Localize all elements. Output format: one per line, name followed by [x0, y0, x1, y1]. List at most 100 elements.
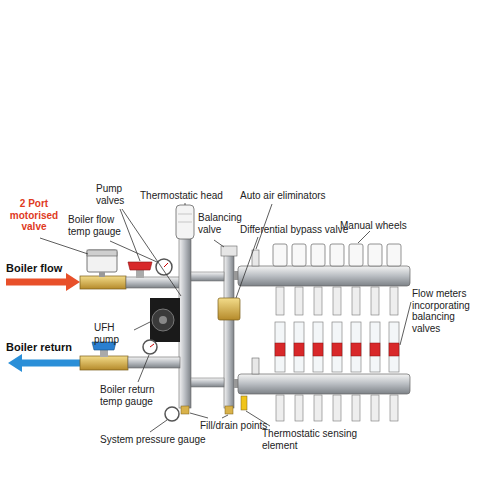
leader-line [358, 231, 370, 243]
flow-pipe [126, 277, 186, 288]
valve-actuator [87, 250, 117, 272]
leader-line [236, 237, 258, 298]
bypass-valve [218, 298, 240, 320]
return-pipe [128, 357, 180, 368]
part-label: UFH pump [94, 322, 134, 345]
part-label: System pressure gauge [100, 434, 220, 446]
port-column [273, 244, 287, 421]
port-stub [352, 395, 360, 421]
port-column [292, 244, 306, 421]
return-temp-gauge [143, 340, 157, 354]
manual-wheel [273, 244, 287, 266]
pump-hub [159, 316, 167, 324]
port-stub [352, 287, 360, 315]
leader-line [138, 355, 149, 382]
gauge-needle [150, 344, 154, 347]
port-stub [276, 395, 284, 421]
flow-arrowhead [66, 273, 80, 291]
port-stub [371, 395, 379, 421]
part-label: Flow meters incorporating balancing valv… [412, 288, 476, 334]
part-label: Pump valves [96, 183, 136, 206]
flow-meter-tube [370, 322, 380, 372]
port-stub [276, 287, 284, 315]
flow-meter-float [370, 343, 380, 356]
return-arrowhead [8, 354, 22, 372]
port-column [368, 244, 382, 421]
head-rib [178, 222, 192, 223]
connector-pipe [191, 378, 224, 387]
flow-meter-float [294, 343, 304, 356]
flow-meter-tube [313, 322, 323, 372]
leader-line [122, 209, 181, 296]
port-column [311, 244, 325, 421]
pressure-gauge [165, 407, 179, 421]
manual-wheel [349, 244, 363, 266]
connector-pipe [191, 272, 224, 281]
drain-cock [225, 406, 233, 414]
air-eliminator [252, 250, 259, 266]
flow-meter-float [389, 343, 399, 356]
manual-wheel [330, 244, 344, 266]
port-stub [333, 287, 341, 315]
flow-meter-float [351, 343, 361, 356]
part-label: Boiler flow temp gauge [68, 214, 134, 237]
actuator-stem [99, 272, 105, 277]
flow-meter-tube [275, 322, 285, 372]
port-column [387, 244, 401, 421]
port-stub [295, 287, 303, 315]
sensing-element [241, 396, 247, 410]
port-stub [314, 287, 322, 315]
flow-meter-tube [294, 322, 304, 372]
manual-wheel [368, 244, 382, 266]
return-manifold [238, 374, 410, 394]
pump-body [150, 298, 180, 342]
leader-line [134, 322, 150, 330]
manual-wheel [387, 244, 401, 266]
drain-cock [181, 406, 189, 414]
part-label: Thermostatic sensing element [262, 428, 362, 451]
bypass-pipe [224, 248, 234, 408]
return-fitting [80, 356, 128, 370]
flow-meter-tube [389, 322, 399, 372]
valve-body [80, 276, 126, 289]
air-eliminator [252, 358, 259, 374]
leader-line [185, 203, 186, 205]
balancing-valve [221, 246, 237, 256]
port-stub [390, 287, 398, 315]
leader-line [400, 302, 411, 345]
manifold-ports [273, 244, 401, 421]
part-label: Auto air eliminators [240, 190, 360, 202]
leader-line [40, 238, 88, 254]
port-column [330, 244, 344, 421]
valve-stem [136, 270, 144, 278]
part-label: Boiler return [6, 341, 86, 354]
part-label: Thermostatic head [140, 190, 250, 202]
port-column [349, 244, 363, 421]
flow-meter-float [275, 343, 285, 356]
manual-wheel [311, 244, 325, 266]
pump-motor [152, 309, 174, 331]
part-label: Boiler flow [6, 262, 86, 275]
leader-line [150, 420, 167, 432]
head-rib [178, 214, 192, 215]
leader-line [214, 240, 224, 247]
part-label: Boiler return temp gauge [100, 384, 172, 407]
port-stub [295, 395, 303, 421]
leader-line [110, 241, 157, 262]
flow-manifold [238, 266, 410, 286]
flow-meter-tube [332, 322, 342, 372]
flow-meter-float [313, 343, 323, 356]
leader-lines [40, 203, 411, 432]
part-label: 2 Port motorised valve [4, 198, 64, 233]
part-label: Manual wheels [340, 220, 430, 232]
red-handle [128, 262, 152, 270]
leader-line [222, 415, 228, 418]
actuator-top [87, 250, 117, 256]
flow-meter-float [332, 343, 342, 356]
gauge-needle [164, 263, 168, 267]
port-stub [314, 395, 322, 421]
thermostatic-head [176, 205, 194, 239]
manual-wheel [292, 244, 306, 266]
